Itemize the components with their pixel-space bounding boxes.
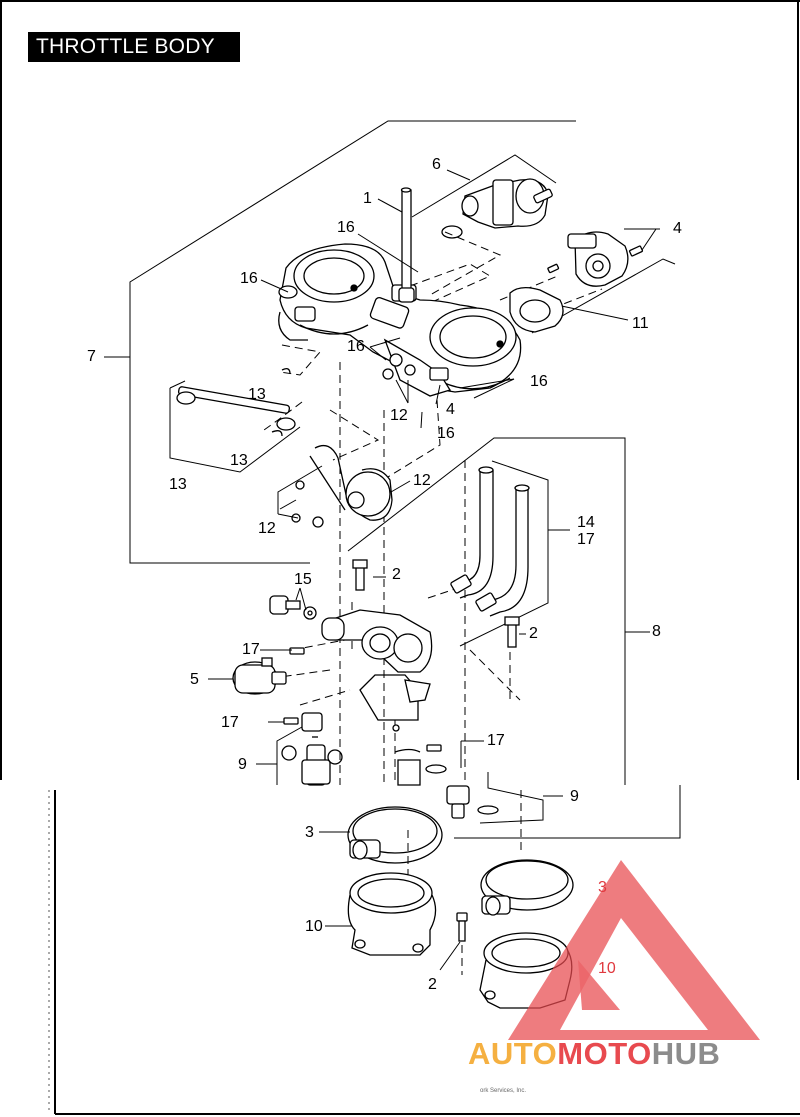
bracket-13 [169,380,301,473]
callout-17a: 17 [577,531,595,548]
callout-13c: 13 [169,476,187,493]
callout-13b: 13 [230,452,248,469]
bracket-9-right [479,772,563,824]
leader-lines [208,198,660,971]
callout-12c: 12 [258,520,276,537]
watermark-inner-mark [578,960,620,1010]
callout-5: 5 [190,671,199,688]
bracket-6 [411,154,557,218]
callout-8: 8 [652,623,661,640]
iac-motor [441,178,553,239]
callout-2c: 2 [428,976,437,993]
adjust-screw [269,595,317,620]
callout-6: 6 [432,156,441,173]
callout-2b: 2 [529,625,538,642]
callout-16a: 16 [337,219,355,236]
throttle-lever [291,444,393,528]
group-bracket-8 [347,437,681,839]
callout-15: 15 [294,571,312,588]
fuel-rod [398,187,415,303]
callout-4a: 4 [673,220,682,237]
callout-10a: 10 [305,918,323,935]
throttle-body-casting [278,243,522,397]
pressure-regulator [232,647,305,695]
bracket-12 [277,465,323,519]
hose-clamp-left [347,806,443,864]
callout-13a: 13 [248,386,266,403]
callout-16c: 16 [347,338,365,355]
callout-17b: 17 [242,641,260,658]
callout-1: 1 [363,190,372,207]
link-rod [176,368,296,437]
hose-clamp-right [480,859,574,916]
callout-11: 11 [632,315,649,332]
group-bracket-7 [104,120,576,564]
callout-9a: 9 [238,756,247,773]
brand-part-auto: AUTO [468,1036,558,1071]
page-title: THROTTLE BODY [28,32,240,62]
callout-16d: 16 [530,373,548,390]
callout-4b: 4 [446,401,455,418]
bolt-bottom [456,912,468,942]
throttle-position-sensor [509,231,644,333]
callout-16e: 16 [437,425,455,442]
callout-14: 14 [577,514,595,531]
callout-9b: 9 [570,788,579,805]
brand-part-hub: HUB [651,1036,721,1071]
intake-adapter-left [347,872,437,956]
callout-17c: 17 [221,714,239,731]
callout-12b: 12 [413,472,431,489]
watermark-brand: AUTOMOTOHUB [468,1036,720,1072]
bracket-14-17 [459,460,570,647]
callout-3b: 3 [598,879,607,896]
brand-part-moto: MOTO [557,1036,652,1071]
credit-text: ork Services, Inc. [480,1088,527,1094]
callout-10b: 10 [598,960,616,977]
callout-12a: 12 [390,407,408,424]
fuel-injector-left [281,712,343,786]
callout-3a: 3 [305,824,314,841]
fuel-injector-right [394,744,499,819]
fuel-rail-body [321,559,520,732]
watermark-triangle-icon [508,860,760,1040]
callout-2a: 2 [392,566,401,583]
callout-16b: 16 [240,270,258,287]
callout-17d: 17 [487,732,505,749]
callout-7: 7 [87,348,96,365]
fuel-hoses [450,466,530,617]
